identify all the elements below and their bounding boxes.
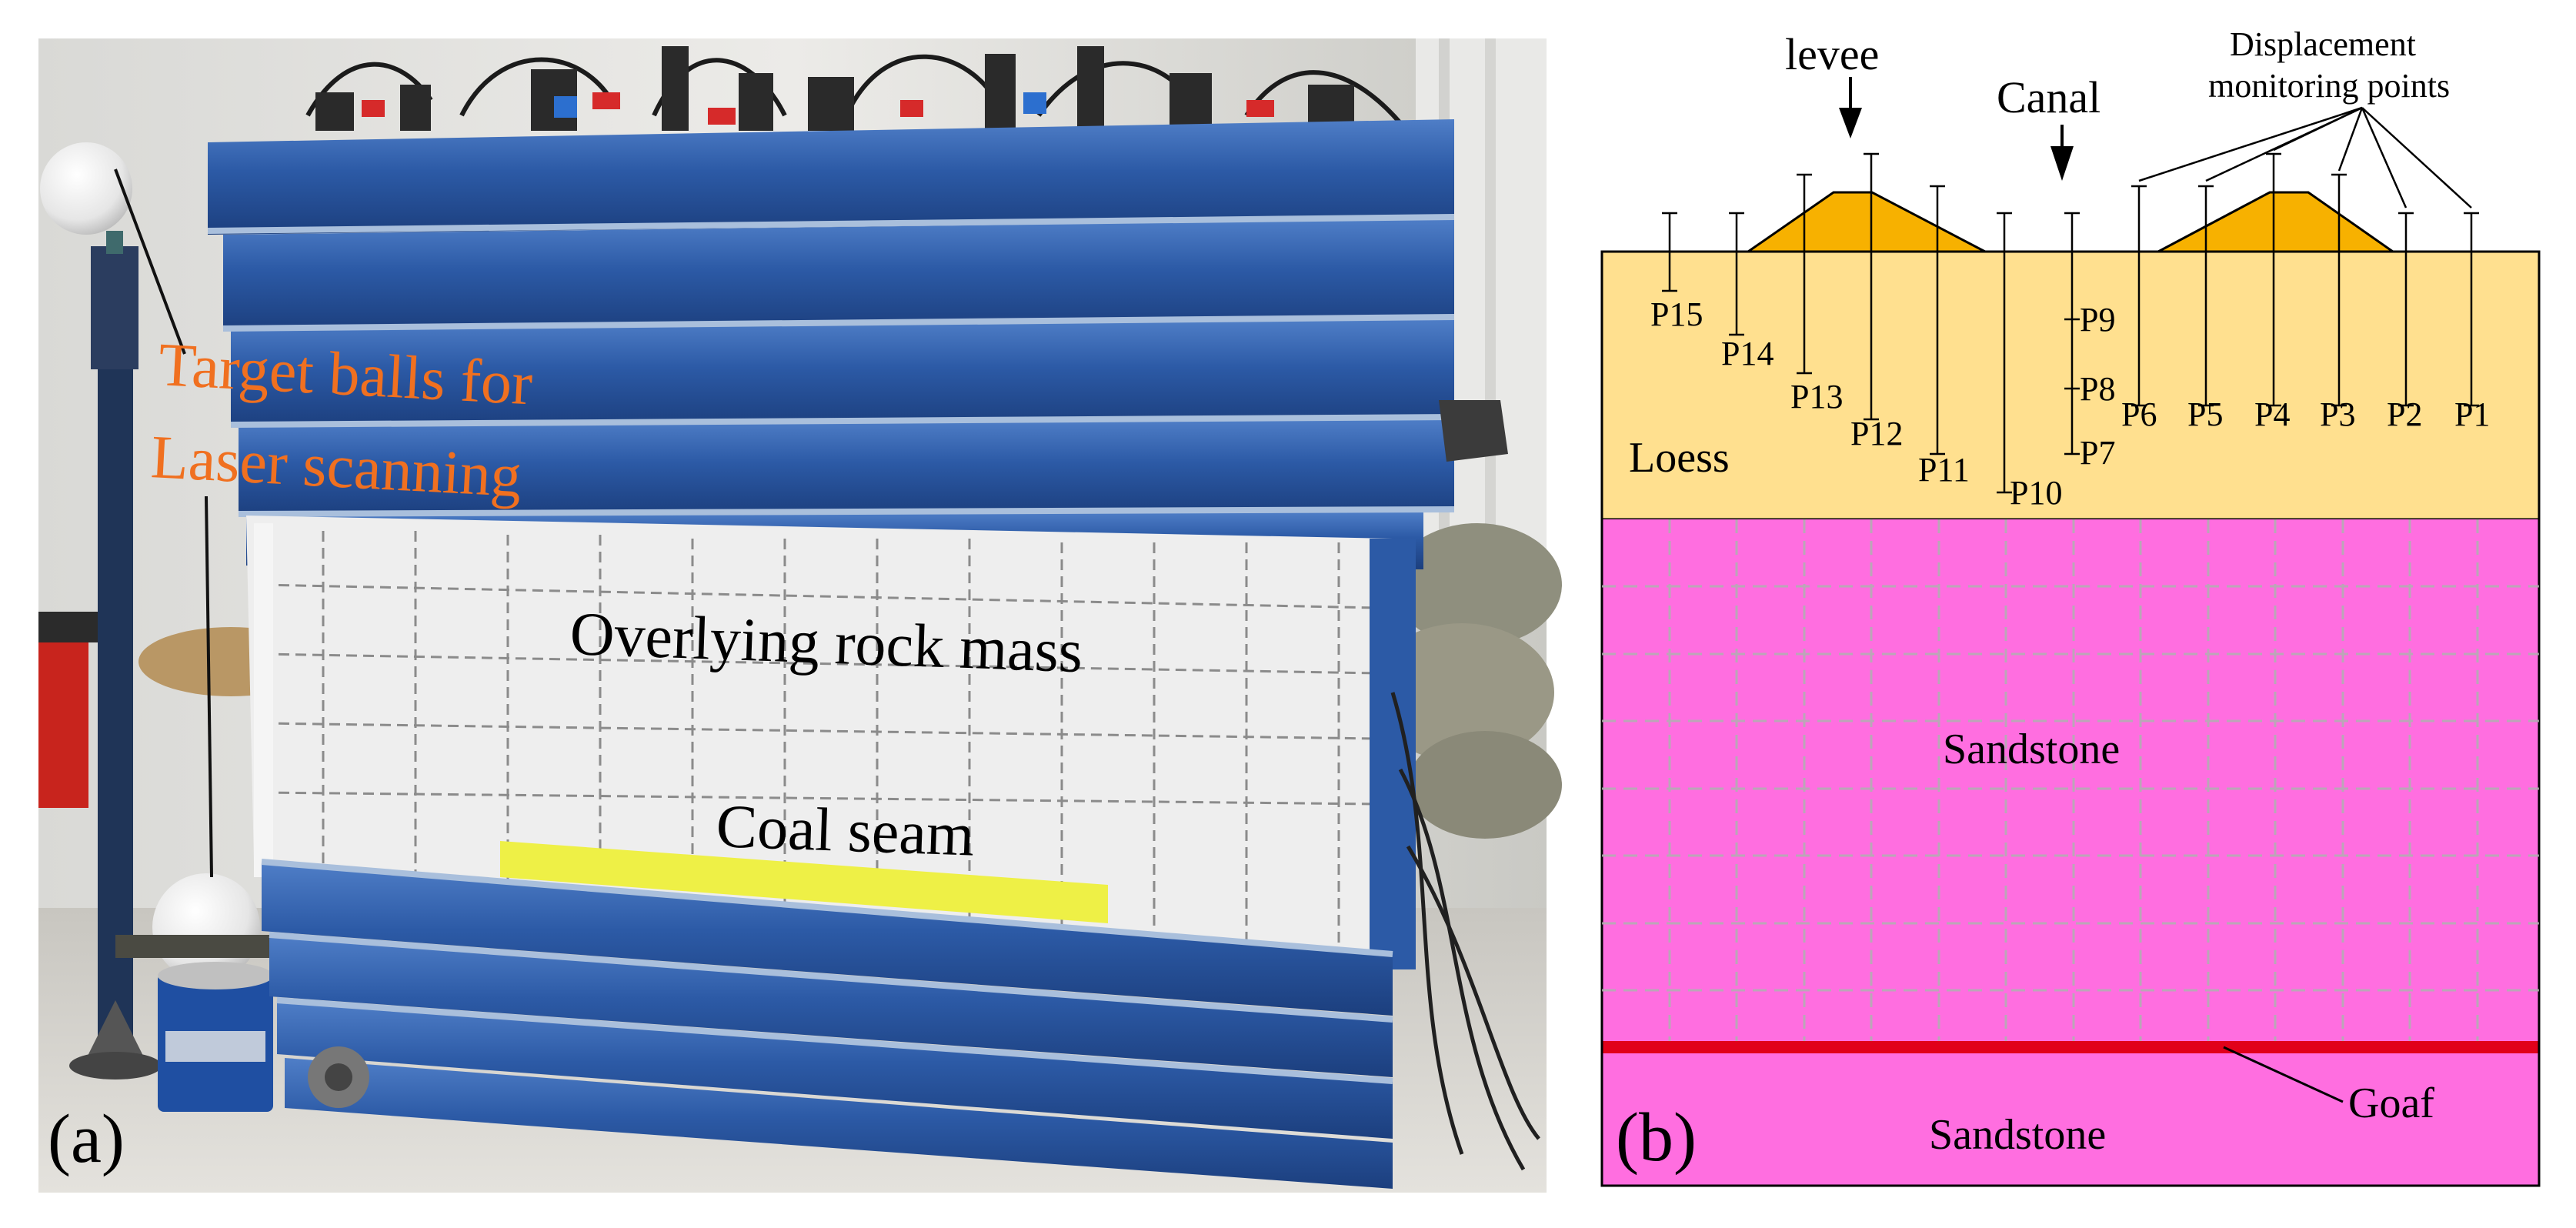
- coal-seam-strip: [500, 841, 1108, 923]
- point-label-p12: P12: [1850, 415, 1903, 452]
- sandstone-lower-label: Sandstone: [1929, 1111, 2106, 1159]
- point-label-p5: P5: [2187, 395, 2223, 433]
- point-label-p8: P8: [2080, 370, 2115, 408]
- canal-label: Canal: [1997, 72, 2101, 122]
- point-label-p9: P9: [2080, 301, 2115, 339]
- target-leader-line: [205, 496, 213, 878]
- sandstone-upper-label: Sandstone: [1943, 726, 2120, 773]
- levee-right: [2157, 191, 2397, 253]
- point-label-p3: P3: [2320, 395, 2355, 433]
- monitoring-rods: [1662, 152, 2479, 494]
- loess-layer: [1600, 250, 2541, 521]
- point-label-p1: P1: [2454, 395, 2490, 433]
- point-label-p2: P2: [2387, 395, 2422, 433]
- panel-b-schematic: P1 P2 P3 P4 P5 P6 P7 P8 P9 P10 P11 P12 P…: [1600, 25, 2541, 1187]
- goaf-label: Goaf: [2348, 1080, 2434, 1127]
- sensor-boxes: [315, 46, 1354, 131]
- loess-label: Loess: [1629, 434, 1730, 482]
- point-label-p7: P7: [2080, 434, 2115, 472]
- point-label-p6: P6: [2121, 395, 2157, 433]
- levee-arrow-icon: [1839, 108, 1862, 138]
- point-label-p4: P4: [2254, 395, 2290, 433]
- goaf-layer: [1602, 1041, 2539, 1053]
- sandstone-layer-upper: [1602, 519, 2539, 1043]
- coal-seam-label: Coal seam: [715, 793, 975, 869]
- point-label-p15: P15: [1650, 295, 1703, 333]
- monitor-label-line2: monitoring points: [2208, 67, 2450, 105]
- panel-a-label: (a): [48, 1101, 125, 1177]
- point-label-p14: P14: [1721, 335, 1774, 372]
- tripod-stand: [69, 231, 162, 1080]
- goaf-leader-line: [2223, 1046, 2344, 1103]
- canal-arrow-icon: [2050, 146, 2074, 181]
- point-label-p11: P11: [1918, 451, 1970, 489]
- levee-label: levee: [1785, 29, 1879, 79]
- monitor-leader-lines: [2138, 106, 2472, 209]
- steel-beams-lower: [261, 859, 1393, 1189]
- target-leader-line: [114, 169, 186, 355]
- levee-left: [1744, 191, 1986, 253]
- panel-b-label: (b): [1616, 1100, 1697, 1176]
- sandstone-layer-lower: [1602, 1053, 2539, 1186]
- target-ball-icon: [40, 142, 132, 235]
- point-label-p10: P10: [2010, 474, 2062, 512]
- monitor-label-line1: Displacement: [2230, 25, 2416, 63]
- rock-mass-model: [246, 516, 1416, 969]
- panel-a-photo: Target balls for Laser scanning Overlyin…: [38, 38, 1562, 1193]
- model-grid: [1602, 519, 2539, 1041]
- point-label-p13: P13: [1790, 378, 1843, 415]
